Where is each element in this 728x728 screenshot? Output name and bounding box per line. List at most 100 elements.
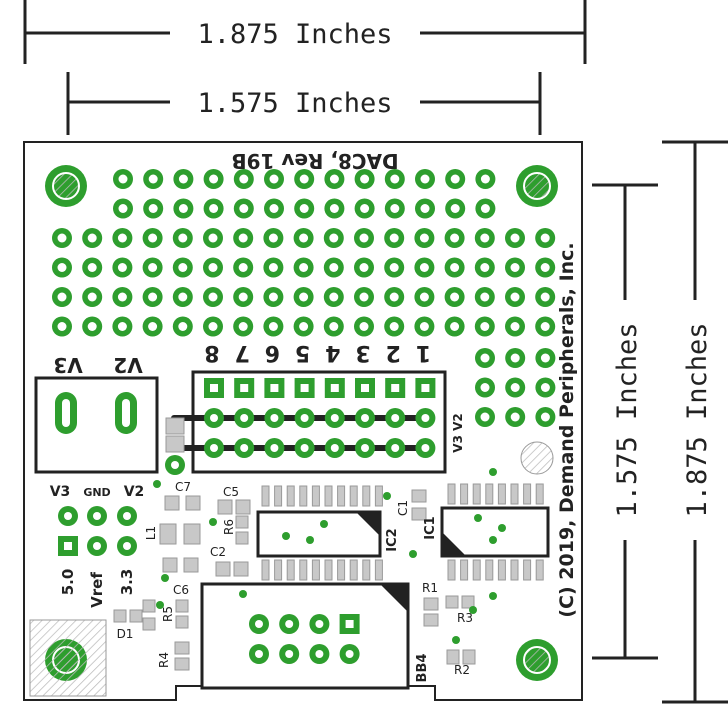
dimension-label: 1.875 Inches xyxy=(682,322,713,517)
pad-hole xyxy=(178,263,188,272)
pad-hole xyxy=(299,204,309,213)
header-pin-number: 1 xyxy=(416,340,431,365)
pad-hole xyxy=(540,233,550,243)
pad-hole xyxy=(270,444,279,452)
label-c5: C5 xyxy=(223,485,239,499)
ic-pin xyxy=(324,485,333,507)
jumper-label-3v3: 3.3 xyxy=(118,569,136,596)
pad-hole xyxy=(238,322,248,331)
pad-hole xyxy=(329,174,339,184)
header-pins xyxy=(171,378,436,458)
ic-pin xyxy=(311,559,320,581)
pad-hole xyxy=(329,233,339,243)
bb4-connector: BB4 xyxy=(200,582,430,690)
pad-hole xyxy=(480,412,490,422)
pad-hole xyxy=(148,322,158,331)
pad-hole xyxy=(299,263,309,272)
pad-hole xyxy=(389,322,399,331)
pad-hole xyxy=(285,620,294,628)
pad-hole xyxy=(255,650,263,658)
pad-hole xyxy=(315,650,324,658)
label-r1: R1 xyxy=(422,581,438,595)
ic-pin xyxy=(274,559,283,581)
header-side-label: V3 V2 xyxy=(451,413,465,452)
dimension-width-inner: 1.575 Inches xyxy=(66,72,542,135)
copyright-text: (C) 2019, Demand Peripherals, Inc. xyxy=(556,242,578,617)
pad-hole xyxy=(268,263,278,272)
pad-hole xyxy=(238,233,248,243)
ic-pin xyxy=(460,559,469,581)
label-bb4: BB4 xyxy=(415,654,430,683)
pad-hole xyxy=(450,233,460,243)
header-pin-number: 8 xyxy=(204,340,219,365)
ic-pin xyxy=(374,559,383,581)
ic2-package: IC2 xyxy=(256,485,400,581)
label-r2: R2 xyxy=(454,663,470,677)
pad-hole xyxy=(57,233,67,243)
pad-hole xyxy=(510,263,520,272)
pad-hole xyxy=(268,322,278,331)
pad-hole xyxy=(178,204,188,213)
pad-hole xyxy=(359,263,369,272)
pad-hole xyxy=(117,233,127,243)
pad-hole xyxy=(255,620,263,628)
pad-hole xyxy=(210,384,218,392)
pad-hole xyxy=(329,292,339,302)
pad-hole xyxy=(117,263,127,272)
pad-hole xyxy=(285,650,294,658)
pad-hole xyxy=(240,384,249,392)
label-d1: D1 xyxy=(117,627,134,641)
ic-pin xyxy=(447,559,456,581)
pad-hole xyxy=(391,444,400,452)
pad-hole xyxy=(540,292,550,302)
ic-pin xyxy=(510,559,519,581)
ic-pin xyxy=(497,483,506,505)
pad-hole xyxy=(540,322,550,331)
pad-hole xyxy=(450,292,460,302)
label-r6: R6 xyxy=(222,519,236,535)
pad-hole xyxy=(57,263,67,272)
pad-hole xyxy=(329,204,339,213)
ic-pin xyxy=(299,485,308,507)
label-c1: C1 xyxy=(396,500,410,516)
pad-hole xyxy=(360,174,370,184)
pad-hole xyxy=(300,384,309,392)
pad-hole xyxy=(118,204,128,213)
pad-hole xyxy=(510,353,520,363)
ic-pin xyxy=(523,483,532,505)
pad-hole xyxy=(391,414,400,422)
pad-hole xyxy=(330,384,339,392)
label-c2: C2 xyxy=(210,545,226,559)
pad-hole xyxy=(269,174,279,184)
pad-hole xyxy=(239,174,249,184)
pad-hole xyxy=(450,174,460,184)
ic-pin xyxy=(324,559,333,581)
pad-hole xyxy=(480,174,490,184)
label-c6: C6 xyxy=(173,583,189,597)
pad-hole xyxy=(330,414,339,422)
pad-hole xyxy=(450,263,460,272)
header-pin-number: 6 xyxy=(265,340,280,365)
label-ic1: IC1 xyxy=(423,516,438,539)
pad-hole xyxy=(299,322,309,331)
pad-hole xyxy=(300,414,309,422)
pad-hole xyxy=(361,414,369,422)
pad-hole xyxy=(359,233,369,243)
pad-hole xyxy=(210,414,218,422)
pad-hole xyxy=(329,322,339,331)
pad-hole xyxy=(178,233,188,243)
pad-hole xyxy=(299,233,309,243)
pad-hole xyxy=(540,263,550,272)
label-ic2: IC2 xyxy=(385,528,400,551)
pad-hole xyxy=(87,263,97,272)
pad-hole xyxy=(480,233,490,243)
pad-hole xyxy=(480,204,490,213)
ic-pin xyxy=(362,485,371,507)
pad-hole xyxy=(420,204,430,213)
pad-hole xyxy=(360,204,370,213)
pad-hole xyxy=(480,263,490,272)
pad-hole xyxy=(540,353,550,363)
pad-hole xyxy=(118,174,128,184)
pad-hole xyxy=(148,233,158,243)
pad-hole xyxy=(345,620,354,628)
